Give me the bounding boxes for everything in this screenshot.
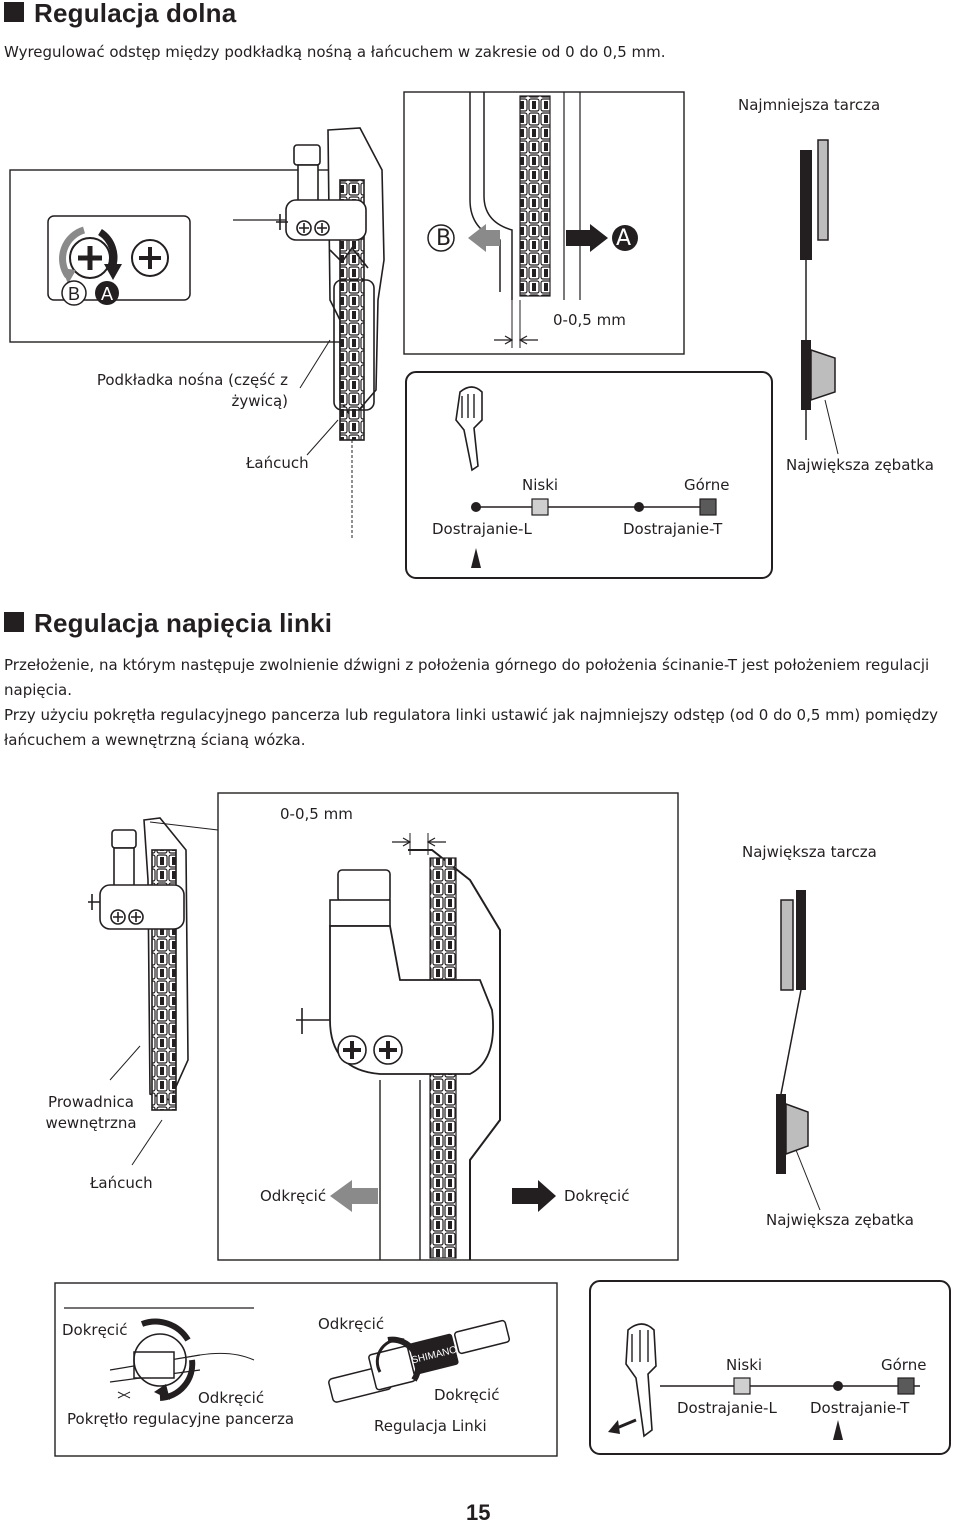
cable-adjuster-panel: SHIMANO [54,1282,558,1457]
label-low-1: Niski [522,476,559,494]
arrow-letter-b: B [436,226,452,251]
label-trim-t-1: Dostrajanie-T [623,520,723,538]
chainring-position-diagram-2 [776,890,821,1211]
label-cable-adjuster: Regulacja Linki [374,1417,487,1435]
label-top-2: Górne [881,1356,927,1374]
label-adjuster-tighten: Dokręcić [62,1321,128,1339]
label-cable-tighten: Dokręcić [434,1386,500,1404]
section2-paragraph-2: Przy użyciu pokrętła regulacyjnego pance… [4,706,939,749]
section2-title-text: Regulacja napięcia linki [34,608,333,638]
bullet-square-icon [4,2,24,23]
front-derailleur-side [88,817,219,1166]
label-smallest-ring: Najmniejsza tarcza [738,96,881,114]
section1-intro: Wyregulować odstęp między podkładką nośn… [4,43,666,61]
page-number: 15 [466,1500,491,1525]
label-trim-l-1: Dostrajanie-L [432,520,532,538]
section2-paragraph-1: Przełożenie, na którym następuje zwolnie… [4,656,930,699]
label-trim-t-2: Dostrajanie-T [810,1399,910,1417]
screw-letter-a: A [101,284,113,304]
label-chain-1: Łańcuch [246,454,309,472]
section-title-low-adjustment: Regulacja dolna [4,0,236,29]
label-barrel-adjuster: Pokrętło regulacyjne pancerza [67,1410,295,1428]
label-largest-sprocket-1: Największa zębatka [786,456,934,474]
arrow-letter-a: A [616,226,632,251]
label-trim-l-2: Dostrajanie-L [677,1399,777,1417]
tension-detail-panel [217,792,679,1261]
label-largest-ring: Największa tarcza [742,843,877,861]
section-title-cable-tension: Regulacja napięcia linki [4,608,332,639]
label-gap-1: 0-0,5 mm [553,311,626,329]
shift-lever-panel-2 [589,1280,951,1455]
label-cable-loosen: Odkręcić [318,1315,385,1333]
label-top-1: Górne [684,476,730,494]
label-gap-2: 0-0,5 mm [280,805,353,823]
bullet-square-icon [4,612,24,633]
label-inner-guide: Prowadnica wewnętrzna [45,1093,137,1132]
screw-letter-b: B [68,284,80,304]
label-adjuster-loosen: Odkręcić [198,1389,265,1407]
label-largest-sprocket-2: Największa zębatka [766,1211,914,1229]
front-derailleur-overview [276,127,385,540]
chainring-position-diagram-1 [800,139,839,455]
label-support-pad: Podkładka nośna (część z żywicą) [96,371,288,410]
shift-lever-panel-1 [405,371,773,579]
label-low-2: Niski [726,1356,763,1374]
screw-inset-panel: B A [9,169,351,343]
label-chain-2: Łańcuch [90,1174,153,1192]
section1-title-text: Regulacja dolna [34,0,237,28]
chain-gap-detail-panel [403,91,685,355]
label-loosen: Odkręcić [260,1187,327,1205]
label-tighten: Dokręcić [564,1187,630,1205]
